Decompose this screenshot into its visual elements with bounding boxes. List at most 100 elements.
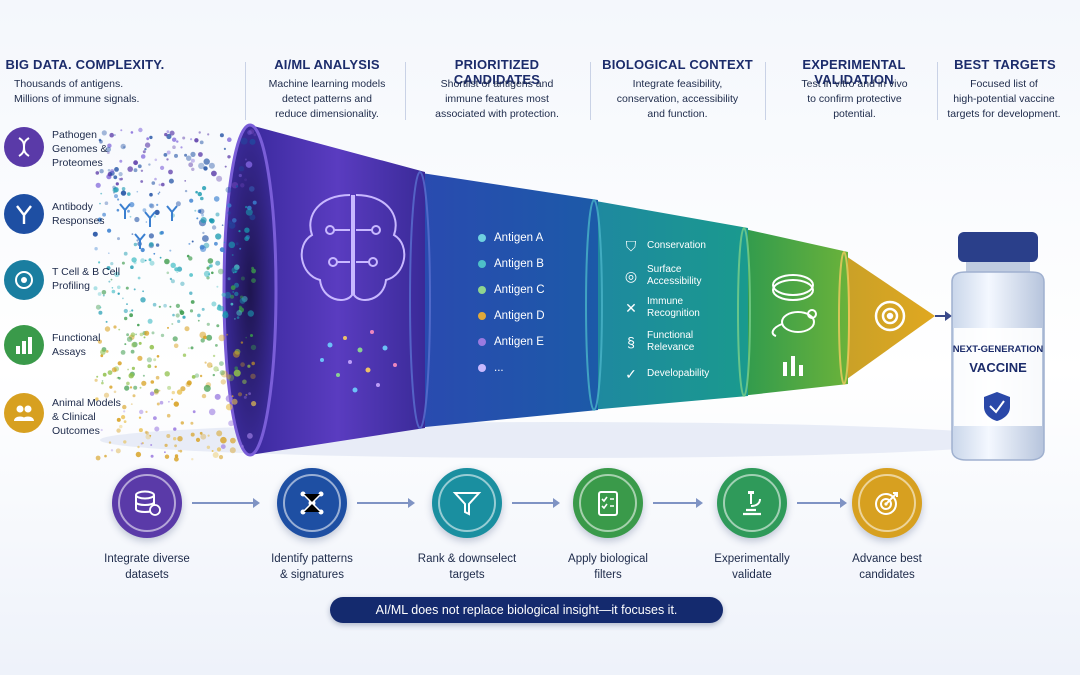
candidate-item: Antigen C: [478, 284, 545, 296]
particle: [132, 394, 136, 398]
particle: [245, 205, 248, 209]
particle: [203, 166, 208, 171]
particle: [156, 355, 160, 358]
particle: [216, 175, 223, 182]
particle: [233, 350, 240, 358]
particle: [120, 177, 123, 181]
particle: [212, 373, 215, 377]
particle: [230, 285, 236, 291]
particle: [130, 131, 134, 134]
particle: [105, 350, 109, 353]
particle: [179, 310, 185, 316]
particle: [252, 200, 257, 205]
particle: [116, 417, 121, 422]
step-label-line: & signatures: [280, 569, 344, 581]
particle: [217, 369, 219, 372]
particle: [206, 266, 210, 270]
particle: [124, 316, 128, 321]
data-source-icon-assays: [4, 325, 44, 365]
particle: [204, 361, 207, 364]
stage-desc-line: associated with protection.: [435, 108, 559, 120]
particle: [138, 428, 143, 433]
particle: [142, 374, 145, 377]
data-source-line: & Clinical: [52, 411, 96, 423]
step-inner: [438, 474, 496, 532]
particle: [192, 410, 196, 414]
particle: [191, 375, 196, 379]
particle: [103, 392, 110, 398]
particle: [124, 385, 130, 391]
context-filter-line: Immune: [647, 296, 684, 307]
particle: [102, 212, 106, 217]
context-filter-line: Recognition: [647, 308, 700, 319]
particle: [215, 233, 222, 240]
step-inner: [579, 474, 637, 532]
antibody-glyph: [144, 211, 156, 227]
particle: [245, 336, 247, 339]
particle: [159, 400, 164, 405]
particle: [148, 258, 152, 262]
particle: [120, 143, 126, 150]
stage-desc-line: detect patterns and: [282, 93, 372, 105]
particle: [240, 362, 245, 367]
particle: [242, 379, 247, 385]
particle: [145, 431, 149, 435]
particle: [212, 354, 216, 358]
particle: [122, 404, 127, 410]
particle: [163, 153, 168, 157]
data-scatter-icon: [320, 330, 397, 393]
stage-desc-line: Thousands of antigens.: [14, 78, 124, 90]
particle: [194, 209, 197, 212]
step-label-line: candidates: [859, 569, 915, 581]
particle: [227, 203, 232, 208]
particle: [190, 300, 195, 304]
particle: [240, 341, 244, 344]
particle: [200, 217, 207, 224]
step-inner: [118, 474, 176, 532]
context-filter-line: Functional: [647, 330, 694, 341]
particle: [104, 454, 107, 458]
shield-check-icon: [984, 392, 1010, 421]
data-source-label: Antibody Responses: [52, 200, 142, 228]
stage-title-prioritized: PRIORITIZED CANDIDATES: [453, 57, 541, 87]
particle: [135, 333, 138, 336]
particle: [97, 217, 103, 222]
stage-desc-line: reduce dimensionality.: [275, 108, 379, 120]
bar-chart-icon: [783, 356, 803, 376]
particle: [219, 247, 225, 253]
particle: [211, 271, 214, 275]
particle: [224, 291, 232, 299]
particle: [243, 395, 247, 399]
particle: [142, 290, 145, 293]
particle: [202, 235, 209, 242]
particle: [101, 130, 107, 136]
data-source-line: Assays: [52, 346, 86, 358]
particle: [195, 190, 198, 194]
particle: [240, 276, 245, 281]
particle: [182, 353, 187, 357]
particle: [177, 436, 183, 442]
particle: [147, 318, 153, 324]
particle: [169, 277, 173, 281]
particle: [117, 237, 120, 241]
particle: [110, 262, 114, 266]
target-icon: [875, 492, 898, 515]
particle: [174, 456, 179, 462]
particle: [99, 306, 102, 309]
stage-desc-line: Millions of immune signals.: [14, 93, 140, 105]
particle: [219, 370, 225, 376]
particle: [147, 364, 152, 369]
particle: [220, 444, 226, 449]
particle: [166, 434, 171, 438]
particle: [226, 374, 232, 380]
particle: [164, 371, 170, 377]
particle: [104, 201, 109, 205]
particle: [112, 187, 118, 193]
context-filter-line: Surface: [647, 264, 682, 275]
particle: [173, 343, 179, 349]
particle: [101, 290, 107, 295]
stage-desc-ai-ml: Machine learning models detect patterns …: [252, 77, 402, 122]
particle: [137, 445, 140, 449]
candidate-item: Antigen E: [478, 336, 544, 348]
